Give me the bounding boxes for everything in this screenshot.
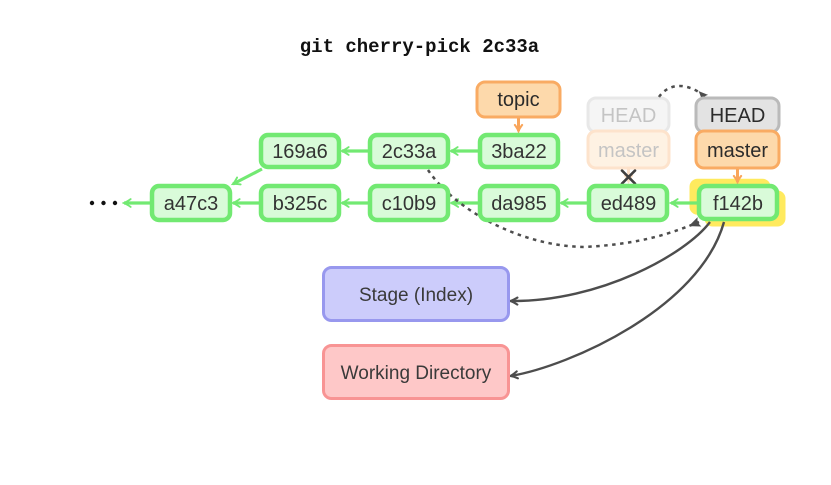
- svg-text:master: master: [707, 140, 768, 162]
- svg-text:topic: topic: [497, 89, 539, 111]
- svg-text:da985: da985: [491, 193, 547, 215]
- svg-text:Working Directory: Working Directory: [341, 363, 492, 384]
- svg-text:ed489: ed489: [601, 193, 657, 215]
- svg-text:f142b: f142b: [713, 193, 763, 215]
- svg-text:2c33a: 2c33a: [382, 141, 437, 163]
- svg-text:c10b9: c10b9: [382, 193, 437, 215]
- svg-text:b325c: b325c: [273, 193, 328, 215]
- svg-text:Stage (Index): Stage (Index): [359, 285, 473, 306]
- svg-text:3ba22: 3ba22: [491, 141, 547, 163]
- svg-text:169a6: 169a6: [272, 141, 328, 163]
- svg-text:HEAD: HEAD: [601, 105, 657, 127]
- svg-text:HEAD: HEAD: [710, 105, 766, 127]
- svg-text:master: master: [598, 140, 659, 162]
- svg-text:a47c3: a47c3: [164, 193, 219, 215]
- svg-text:git cherry-pick 2c33a: git cherry-pick 2c33a: [300, 36, 539, 58]
